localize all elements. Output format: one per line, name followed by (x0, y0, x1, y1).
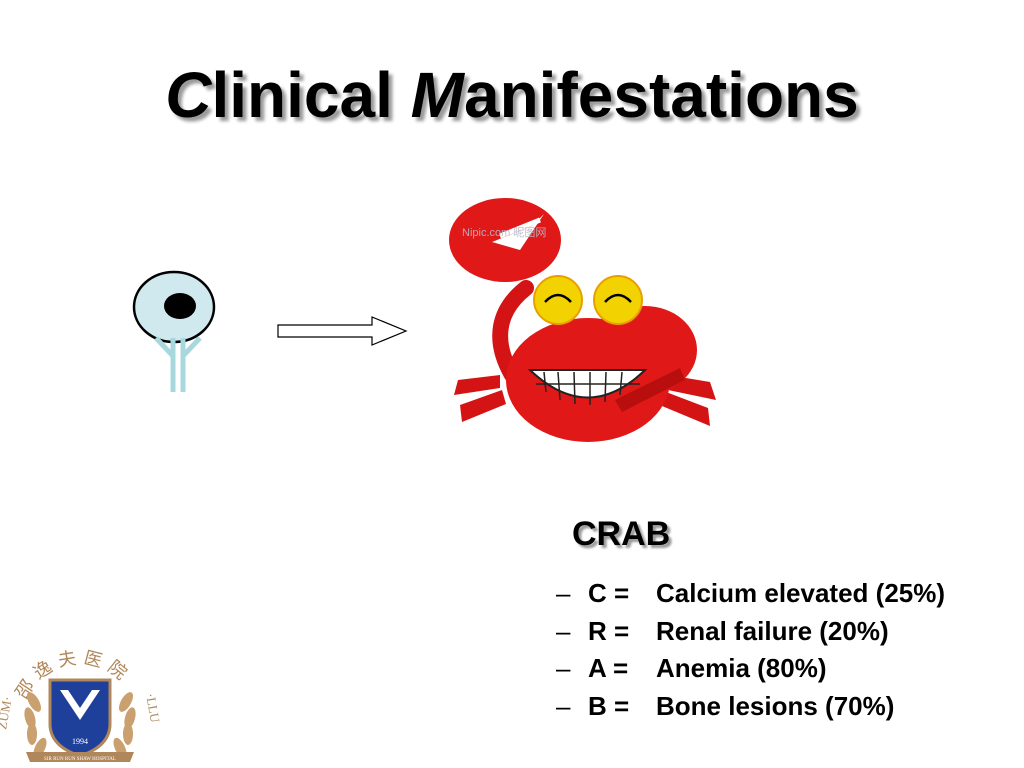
slide-title: Clinical Manifestations (0, 58, 1024, 132)
list-key: B = (588, 690, 630, 721)
hospital-logo: 邵逸夫医院 ZUM· ·LLU 1994 SIR RUN RUN SHAW HO… (0, 647, 160, 762)
title-word-manifestations: anifestations (463, 59, 859, 131)
list-item: –A = Anemia (80%) (556, 650, 945, 688)
title-word-clinical: linical (211, 59, 411, 131)
list-item: –C = Calcium elevated (25%) (556, 575, 945, 613)
crab-watermark: Nipic.com 昵图网 (462, 227, 547, 239)
list-dash: – (556, 578, 571, 608)
list-key: A = (588, 653, 629, 683)
list-desc: Renal failure (20%) (656, 615, 889, 646)
list-item: –R = Renal failure (20%) (556, 613, 945, 651)
antibody-icon (154, 336, 202, 392)
plasma-cell-icon (132, 270, 216, 392)
list-dash: – (556, 653, 571, 683)
title-initial-m: M (410, 59, 464, 131)
logo-ribbon: SIR RUN RUN SHAW HOSPITAL (44, 757, 116, 762)
list-desc: Anemia (80%) (656, 653, 827, 683)
logo-year: 1994 (72, 737, 88, 746)
list-desc: Calcium elevated (25%) (656, 578, 946, 608)
list-key: R = (588, 615, 630, 646)
list-dash: – (556, 690, 571, 721)
list-key: C = (588, 578, 630, 608)
logo-right-text: ·LLU (143, 692, 160, 724)
crab-cartoon-icon (449, 198, 716, 442)
logo-left-text: ZUM· (0, 695, 15, 730)
list-desc: Bone lesions (70%) (656, 690, 895, 721)
list-item: –B = Bone lesions (70%) (556, 688, 945, 726)
title-initial-c: C (165, 59, 212, 131)
right-arrow-icon (277, 316, 408, 346)
crab-heading: CRAB (572, 515, 671, 553)
crab-criteria-list: –C =Calcium elevated (25%) –R =Renal fai… (556, 575, 945, 725)
list-dash: – (556, 615, 571, 646)
